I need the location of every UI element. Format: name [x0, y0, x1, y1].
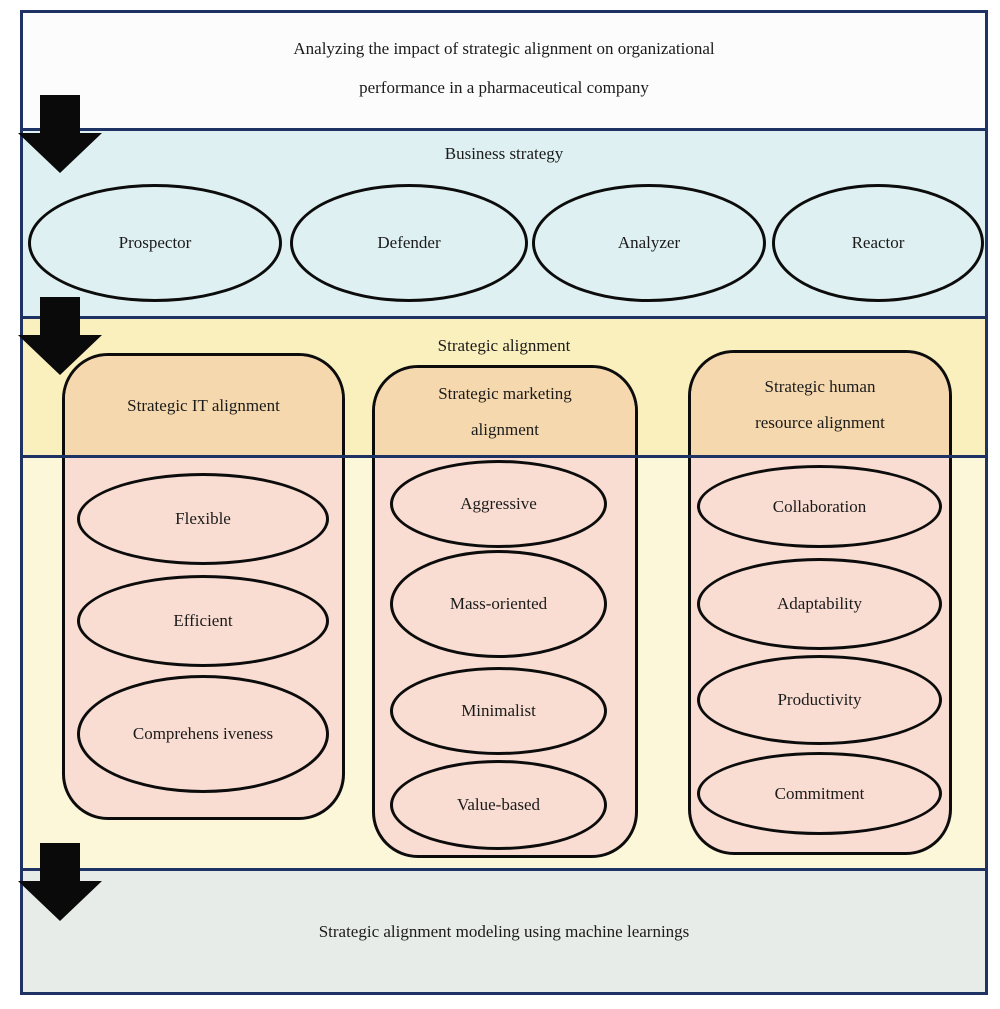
alignment-separator-line [23, 455, 985, 458]
title-line-1: Analyzing the impact of strategic alignm… [293, 39, 715, 58]
ellipse-productivity: Productivity [697, 655, 942, 745]
ellipse-efficient: Efficient [77, 575, 329, 667]
card-marketing-title-line-2: alignment [471, 420, 539, 439]
ellipse-prospector-label: Prospector [118, 233, 192, 252]
title-line-2: performance in a pharmaceutical company [359, 78, 649, 97]
ellipse-comprehensiveness: Comprehens iveness [77, 675, 329, 793]
ellipse-mass-oriented: Mass-oriented [390, 550, 607, 658]
diagram-frame: Analyzing the impact of strategic alignm… [18, 10, 988, 995]
ellipse-mass-oriented-label: Mass-oriented [449, 594, 548, 613]
ellipse-reactor: Reactor [772, 184, 984, 302]
ellipse-flexible-label: Flexible [175, 509, 231, 528]
ellipse-efficient-label: Efficient [173, 611, 233, 630]
ellipse-collaboration: Collaboration [697, 465, 942, 548]
bottom-label: Strategic alignment modeling using machi… [318, 921, 690, 941]
card-marketing-title-line-1: Strategic marketing [438, 384, 572, 403]
down-arrow-head [18, 133, 102, 173]
card-strategic-it-alignment-header: Strategic IT alignment [65, 356, 342, 456]
ellipse-value-based: Value-based [390, 760, 607, 850]
down-arrow-shaft [40, 297, 80, 335]
ellipse-defender-label: Defender [377, 233, 441, 252]
ellipse-prospector: Prospector [28, 184, 282, 302]
card-strategic-hr-alignment-header: Strategic human resource alignment [691, 353, 949, 456]
ellipse-minimalist-label: Minimalist [461, 701, 536, 720]
ellipse-analyzer: Analyzer [532, 184, 766, 302]
ellipse-adaptability-label: Adaptability [777, 594, 862, 613]
card-hr-title-line-1: Strategic human [764, 376, 876, 396]
down-arrow-head [18, 881, 102, 921]
ellipse-minimalist: Minimalist [390, 667, 607, 755]
down-arrow-head [18, 335, 102, 375]
ellipse-value-based-label: Value-based [456, 795, 541, 814]
card-strategic-marketing-alignment-header: Strategic marketing alignment [375, 368, 635, 456]
bottom-section: Strategic alignment modeling using machi… [23, 868, 985, 992]
ellipse-commitment: Commitment [697, 752, 942, 835]
ellipse-commitment-label: Commitment [774, 783, 865, 803]
strategic-alignment-label: Strategic alignment [437, 336, 571, 355]
down-arrow-icon [18, 95, 102, 173]
card-hr-title-line-2: resource alignment [755, 412, 885, 432]
down-arrow-icon [18, 297, 102, 375]
ellipse-aggressive-label: Aggressive [460, 494, 537, 513]
ellipse-analyzer-label: Analyzer [617, 233, 681, 252]
down-arrow-shaft [40, 95, 80, 133]
down-arrow-shaft [40, 843, 80, 881]
ellipse-productivity-label: Productivity [777, 690, 862, 709]
ellipse-aggressive: Aggressive [390, 460, 607, 548]
down-arrow-icon [18, 843, 102, 921]
ellipse-flexible: Flexible [77, 473, 329, 565]
ellipse-collaboration-label: Collaboration [772, 496, 867, 516]
ellipse-comprehensiveness-label: Comprehens iveness [132, 724, 274, 743]
business-strategy-label: Business strategy [444, 144, 564, 163]
ellipse-defender: Defender [290, 184, 528, 302]
ellipse-adaptability: Adaptability [697, 558, 942, 650]
ellipse-reactor-label: Reactor [851, 233, 905, 252]
diagram-title: Analyzing the impact of strategic alignm… [23, 29, 985, 107]
title-section: Analyzing the impact of strategic alignm… [23, 13, 985, 128]
card-it-title: Strategic IT alignment [127, 396, 280, 415]
